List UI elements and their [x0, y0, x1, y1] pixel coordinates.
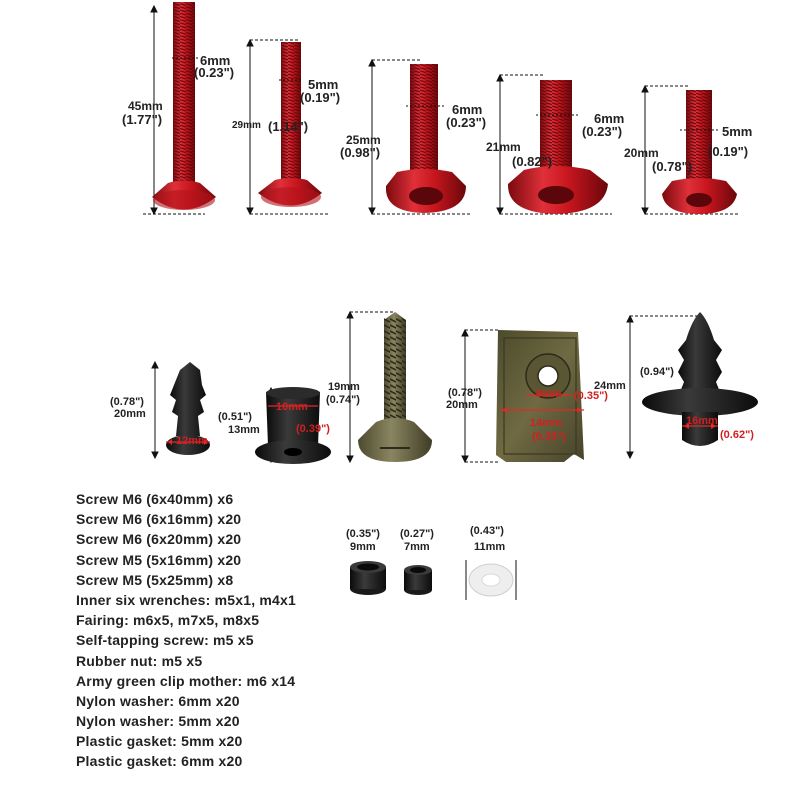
clip-nut-height-in: (0.78") [448, 387, 482, 399]
red-screw-m6x16 [507, 80, 608, 214]
screw3-height-in: (0.98") [340, 145, 381, 160]
list-item: Plastic gasket: 5mm x20 [76, 733, 243, 750]
list-item: Inner six wrenches: m5x1, m4x1 [76, 591, 296, 608]
red-screw-m5x25 [258, 42, 322, 207]
screw-tap-height-mm: 19mm [328, 381, 360, 393]
clip-height-mm: 20mm [114, 408, 146, 420]
screw5-dia-mm: 5mm [722, 124, 753, 139]
list-item: Screw M6 (6x16mm) x20 [76, 511, 242, 528]
nut-height-mm: 13mm [228, 424, 260, 436]
plastic-gasket-11mm [465, 560, 517, 600]
olive-clip-nut [496, 330, 584, 462]
screw2-dia-mm: 5mm [308, 77, 339, 92]
clip-nut-height-mm: 20mm [446, 399, 478, 411]
parts-list: Screw M6 (6x40mm) x6 Screw M6 (6x16mm) x… [76, 489, 296, 772]
list-item: Army green clip mother: m6 x14 [76, 672, 296, 689]
rivet-width-mm: 16mm [686, 415, 718, 427]
nut-height-in: (0.51") [218, 411, 252, 423]
list-item: Screw M5 (5x25mm) x8 [76, 571, 234, 588]
washer2-mm: 7mm [404, 541, 430, 553]
list-item: Rubber nut: m5 x5 [76, 652, 203, 669]
rivet-width-in: (0.62") [720, 429, 754, 441]
nylon-washer-9mm [350, 561, 386, 595]
screw2-height-in: (1.14") [268, 119, 309, 134]
list-item: Screw M6 (6x40mm) x6 [76, 491, 234, 507]
screw1-height-mm: 45mm [128, 99, 163, 113]
list-item: Nylon washer: 6mm x20 [76, 692, 240, 709]
list-item: Screw M5 (5x16mm) x20 [76, 551, 242, 568]
washer3-in: (0.43") [470, 525, 504, 537]
screw2-dia-in: (0.19") [300, 90, 341, 105]
washer1-mm: 9mm [350, 541, 376, 553]
black-push-rivet [642, 312, 758, 446]
screw4-height-in: (0.82") [512, 154, 553, 169]
screw1-dia-in: (0.23") [194, 65, 235, 80]
washer3-mm: 11mm [474, 541, 506, 553]
nut-width-mm: 10mm [276, 401, 308, 413]
nylon-washer-7mm [404, 565, 432, 595]
screw1-height-in: (1.77") [122, 112, 163, 127]
clip-width-mm: 12mm [176, 435, 208, 447]
clip-nut-hole-in: (0.35") [574, 390, 608, 402]
screw3-dia-in: (0.23") [446, 115, 487, 130]
clip-nut-hole-mm: 9mm [536, 388, 562, 400]
list-item: Screw M6 (6x20mm) x20 [76, 531, 242, 548]
screw3-height-mm: 25mm [346, 133, 381, 147]
screw5-height-mm: 20mm [624, 146, 659, 160]
red-screw-m6x40 [152, 2, 216, 210]
list-item: Nylon washer: 5mm x20 [76, 713, 240, 730]
red-screw-m6x20 [385, 64, 466, 213]
screw-tap-height-in: (0.74") [326, 394, 360, 406]
washer2-in: (0.27") [400, 528, 434, 540]
bronze-self-tapping-screw [358, 312, 432, 462]
screw2-height-mm: 29mm [232, 120, 261, 131]
rivet-height-mm: 24mm [594, 380, 626, 392]
clip-nut-width-in: (0.35") [532, 431, 566, 443]
clip-height-in: (0.78") [110, 396, 144, 408]
red-screw-m5x16 [662, 90, 737, 214]
screw5-height-in: (0.78") [652, 159, 693, 174]
black-rubber-nut [255, 387, 331, 464]
nut-width-in: (0.39") [296, 423, 330, 435]
screw5-dia-in: (0.19") [708, 144, 749, 159]
screw4-dia-in: (0.23") [582, 124, 623, 139]
screw3-dia-mm: 6mm [452, 102, 483, 117]
screw4-height-mm: 21mm [486, 140, 521, 154]
list-item: Plastic gasket: 6mm x20 [76, 753, 243, 770]
screw1-dia-mm: 6mm [200, 53, 231, 68]
washer1-in: (0.35") [346, 528, 380, 540]
black-fairing-clip [166, 362, 210, 455]
rivet-height-in: (0.94") [640, 366, 674, 378]
clip-nut-width-mm: 14mm [530, 417, 562, 429]
list-item: Fairing: m6x5, m7x5, m8x5 [76, 612, 260, 629]
list-item: Self-tapping screw: m5 x5 [76, 632, 254, 649]
screw4-dia-mm: 6mm [594, 111, 625, 126]
